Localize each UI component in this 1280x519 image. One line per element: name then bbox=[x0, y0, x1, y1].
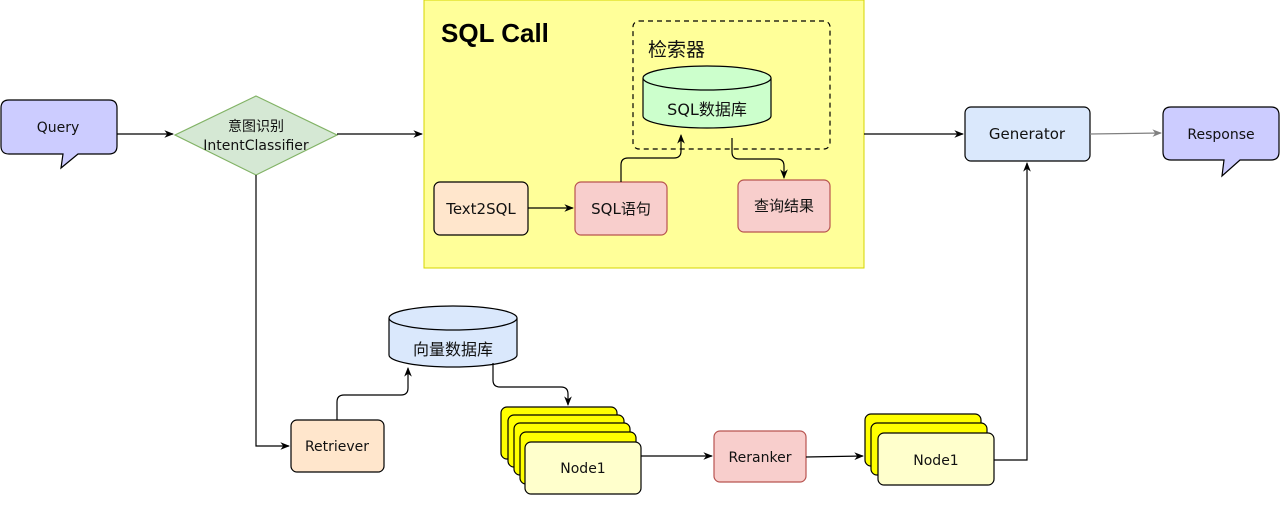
sql-statement-label: SQL语句 bbox=[591, 200, 651, 218]
edge-reranker-to-nodes bbox=[805, 452, 864, 460]
sql-database-label: SQL数据库 bbox=[667, 100, 747, 119]
reranker-label: Reranker bbox=[729, 450, 792, 466]
edge-nodes-to-generator bbox=[994, 162, 1031, 461]
intent-classifier-line1: 意图识别 bbox=[228, 118, 284, 135]
intent-classifier-line2: IntentClassifier bbox=[203, 138, 309, 154]
node-stack-retrieved-label: Node1 bbox=[560, 461, 605, 477]
edge-statement-to-sqldb bbox=[620, 134, 685, 182]
retriever-box: Retriever bbox=[290, 419, 385, 473]
node-stack-reranked-label: Node1 bbox=[913, 453, 958, 469]
retriever-group: 检索器 bbox=[632, 20, 831, 150]
query-result-label: 查询结果 bbox=[754, 197, 814, 215]
retriever-label: Retriever bbox=[305, 439, 369, 455]
edge-retriever-to-vectordb bbox=[336, 367, 412, 420]
retriever-group-label: 检索器 bbox=[648, 39, 705, 61]
edge-generator-to-response bbox=[1089, 129, 1162, 137]
node-stack-reranked: Node1 bbox=[864, 413, 995, 486]
reranker-box: Reranker bbox=[713, 430, 807, 483]
intent-classifier: 意图识别 IntentClassifier bbox=[173, 95, 339, 176]
vector-database: 向量数据库 bbox=[388, 305, 518, 368]
text2sql-box: Text2SQL bbox=[433, 181, 529, 236]
query-label: Query bbox=[37, 120, 80, 136]
query-result-box: 查询结果 bbox=[737, 179, 831, 233]
connectors bbox=[117, 129, 1162, 461]
edge-sqldb-to-result bbox=[731, 138, 788, 179]
generator-box: Generator bbox=[964, 106, 1091, 162]
query-bubble: Query bbox=[0, 99, 118, 170]
generator-label: Generator bbox=[989, 125, 1066, 143]
vector-database-label: 向量数据库 bbox=[413, 340, 493, 359]
node-stack-retrieved: Node1 bbox=[500, 406, 642, 495]
response-bubble: Response bbox=[1162, 106, 1280, 178]
response-label: Response bbox=[1187, 127, 1254, 143]
text2sql-label: Text2SQL bbox=[445, 200, 516, 218]
edge-classifier-to-retriever bbox=[255, 175, 290, 450]
sql-call-title: SQL Call bbox=[441, 18, 549, 48]
edge-vectordb-to-nodes bbox=[492, 363, 572, 406]
sql-statement-box: SQL语句 bbox=[574, 181, 668, 236]
sql-database: SQL数据库 bbox=[642, 65, 772, 129]
